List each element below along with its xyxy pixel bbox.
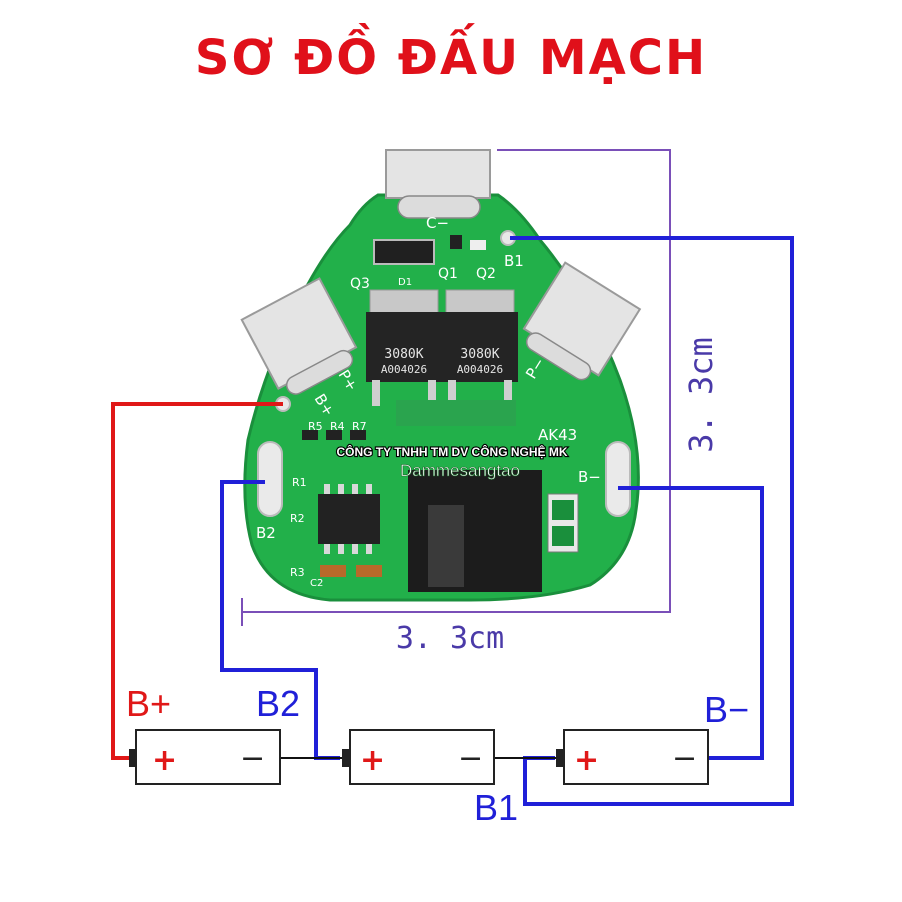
silk-b1: B1 <box>504 252 524 270</box>
cell-2-plus: + <box>360 743 385 778</box>
height-dimension-line <box>420 149 671 613</box>
silk-ak43: AK43 <box>538 426 577 444</box>
height-dimension-label: 3. 3cm <box>682 337 720 453</box>
silk-r7: R7 <box>352 420 367 433</box>
width-dimension-label: 3. 3cm <box>396 621 504 656</box>
watermark-company: CÔNG TY TNHH TM DV CÔNG NGHỆ MK <box>336 444 567 459</box>
protection-ic <box>318 494 380 544</box>
mosfet-left <box>366 312 442 382</box>
terminal-tab-p-minus <box>522 261 642 381</box>
diagram-title: SƠ ĐỒ ĐẤU MẠCH <box>194 30 708 86</box>
label-b1: B1 <box>474 787 518 828</box>
wire-b-minus <box>618 486 764 760</box>
cell-1-minus: − <box>240 741 265 776</box>
wire-b-plus <box>111 402 283 760</box>
silk-q3: Q3 <box>350 276 370 292</box>
mosfet-left-marking-1: 3080K <box>384 347 423 362</box>
mosfet-right <box>442 312 518 382</box>
battery-cell-1: + − <box>129 729 281 785</box>
cell-3-plus: + <box>574 743 599 778</box>
silk-c-minus: C− <box>426 214 449 232</box>
dimension-lines: 3. 3cm 3. 3cm <box>241 149 720 656</box>
silk-d1: D1 <box>398 277 412 288</box>
silk-r2: R2 <box>290 512 305 525</box>
pad-b2-slot <box>257 441 283 517</box>
silk-r3: R3 <box>290 566 305 579</box>
mosfet-right-marking-1: 3080K <box>460 347 499 362</box>
battery-cell-2: + − <box>342 729 495 785</box>
label-b2: B2 <box>256 683 300 724</box>
wires <box>111 236 794 806</box>
cell-2-minus: − <box>458 741 483 776</box>
mosfet-left-marking-2: A004026 <box>381 363 427 376</box>
watermark-site: Dammesangtao <box>400 461 520 480</box>
cell-1-plus: + <box>152 743 177 778</box>
pad-b-minus-slot <box>605 441 631 517</box>
silk-r1: R1 <box>292 476 307 489</box>
diode <box>373 239 435 265</box>
silk-b-minus: B− <box>578 468 601 486</box>
label-b-plus: B+ <box>126 683 171 724</box>
battery-cell-3: + − <box>556 729 709 785</box>
silk-q2: Q2 <box>476 266 496 282</box>
silk-r4: R4 <box>330 420 345 433</box>
terminal-tab-c-minus <box>385 149 491 199</box>
bms-board: C− B1 Q3 D1 Q1 Q2 P+ B+ P− AK43 B− B2 R5… <box>240 149 642 602</box>
silk-q1: Q1 <box>438 266 458 282</box>
mosfet-right-marking-2: A004026 <box>457 363 503 376</box>
silk-c2: C2 <box>310 578 323 589</box>
silk-r5: R5 <box>308 420 323 433</box>
silk-b2: B2 <box>256 524 276 542</box>
label-b-minus: B− <box>704 689 749 730</box>
cell-3-minus: − <box>672 741 697 776</box>
terminal-tab-p-plus <box>240 277 358 395</box>
